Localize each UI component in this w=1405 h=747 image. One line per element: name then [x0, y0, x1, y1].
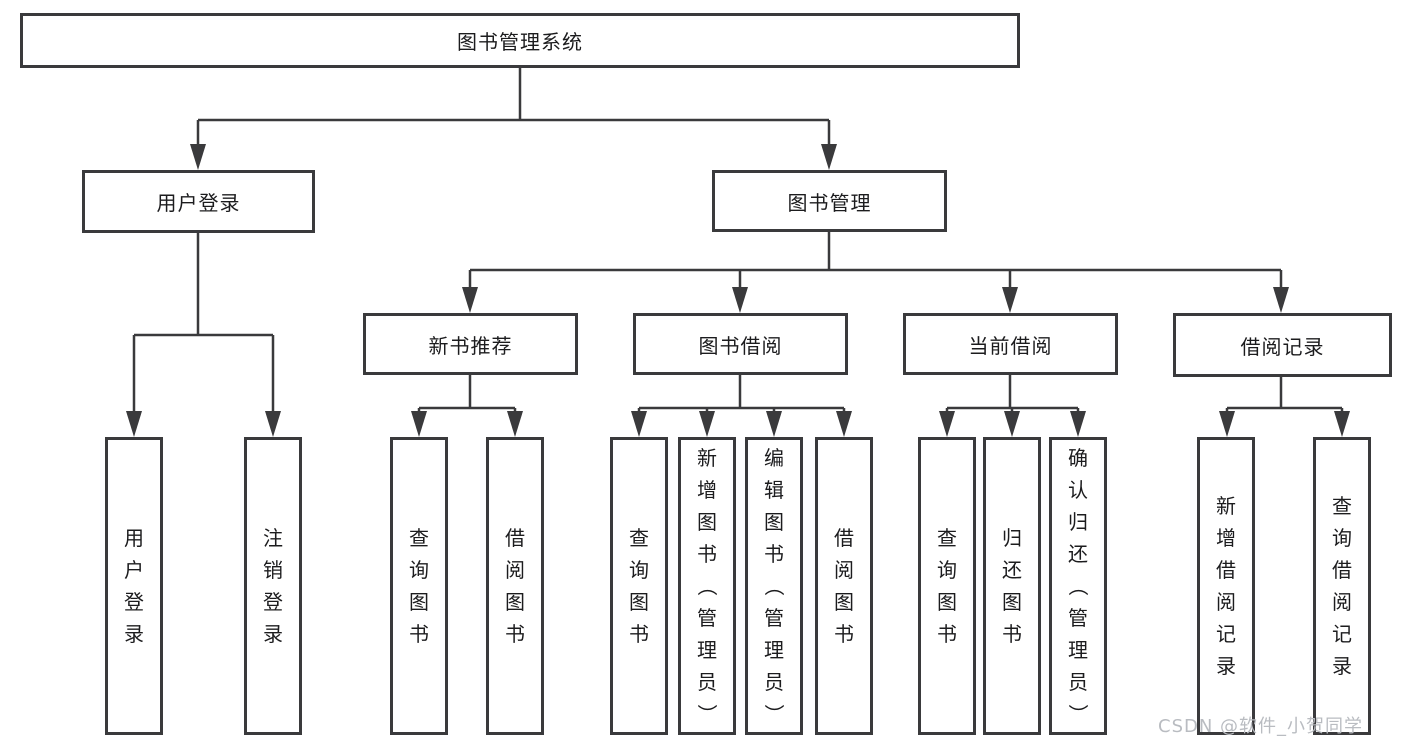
leaf-newbook-borrow-books: 借阅图书	[486, 437, 544, 735]
node-library-management-system: 图书管理系统	[20, 13, 1020, 68]
node-current-borrowing: 当前借阅	[903, 313, 1118, 375]
leaf-newbook-query-books: 查询图书	[390, 437, 448, 735]
arrowhead-icons	[126, 144, 1350, 437]
leaf-borrow-edit-books-admin: 编辑图书（管理员）	[745, 437, 803, 735]
leaf-borrow-add-books-admin: 新增图书（管理员）	[678, 437, 736, 735]
leaf-logout: 注销登录	[244, 437, 302, 735]
leaf-borrow-query-books: 查询图书	[610, 437, 668, 735]
leaf-records-query-record: 查询借阅记录	[1313, 437, 1371, 735]
node-user-login: 用户登录	[82, 170, 315, 233]
node-book-borrowing: 图书借阅	[633, 313, 848, 375]
leaf-user-login: 用户登录	[105, 437, 163, 735]
leaf-current-query-books: 查询图书	[918, 437, 976, 735]
leaf-current-confirm-return-admin: 确认归还（管理员）	[1049, 437, 1107, 735]
node-book-management: 图书管理	[712, 170, 947, 232]
csdn-watermark: CSDN @软件_小贺同学	[1158, 716, 1364, 737]
leaf-records-add-record: 新增借阅记录	[1197, 437, 1255, 735]
leaf-current-return-books: 归还图书	[983, 437, 1041, 735]
leaf-borrow-borrow-books: 借阅图书	[815, 437, 873, 735]
node-new-book-recommend: 新书推荐	[363, 313, 578, 375]
node-borrowing-records: 借阅记录	[1173, 313, 1392, 377]
